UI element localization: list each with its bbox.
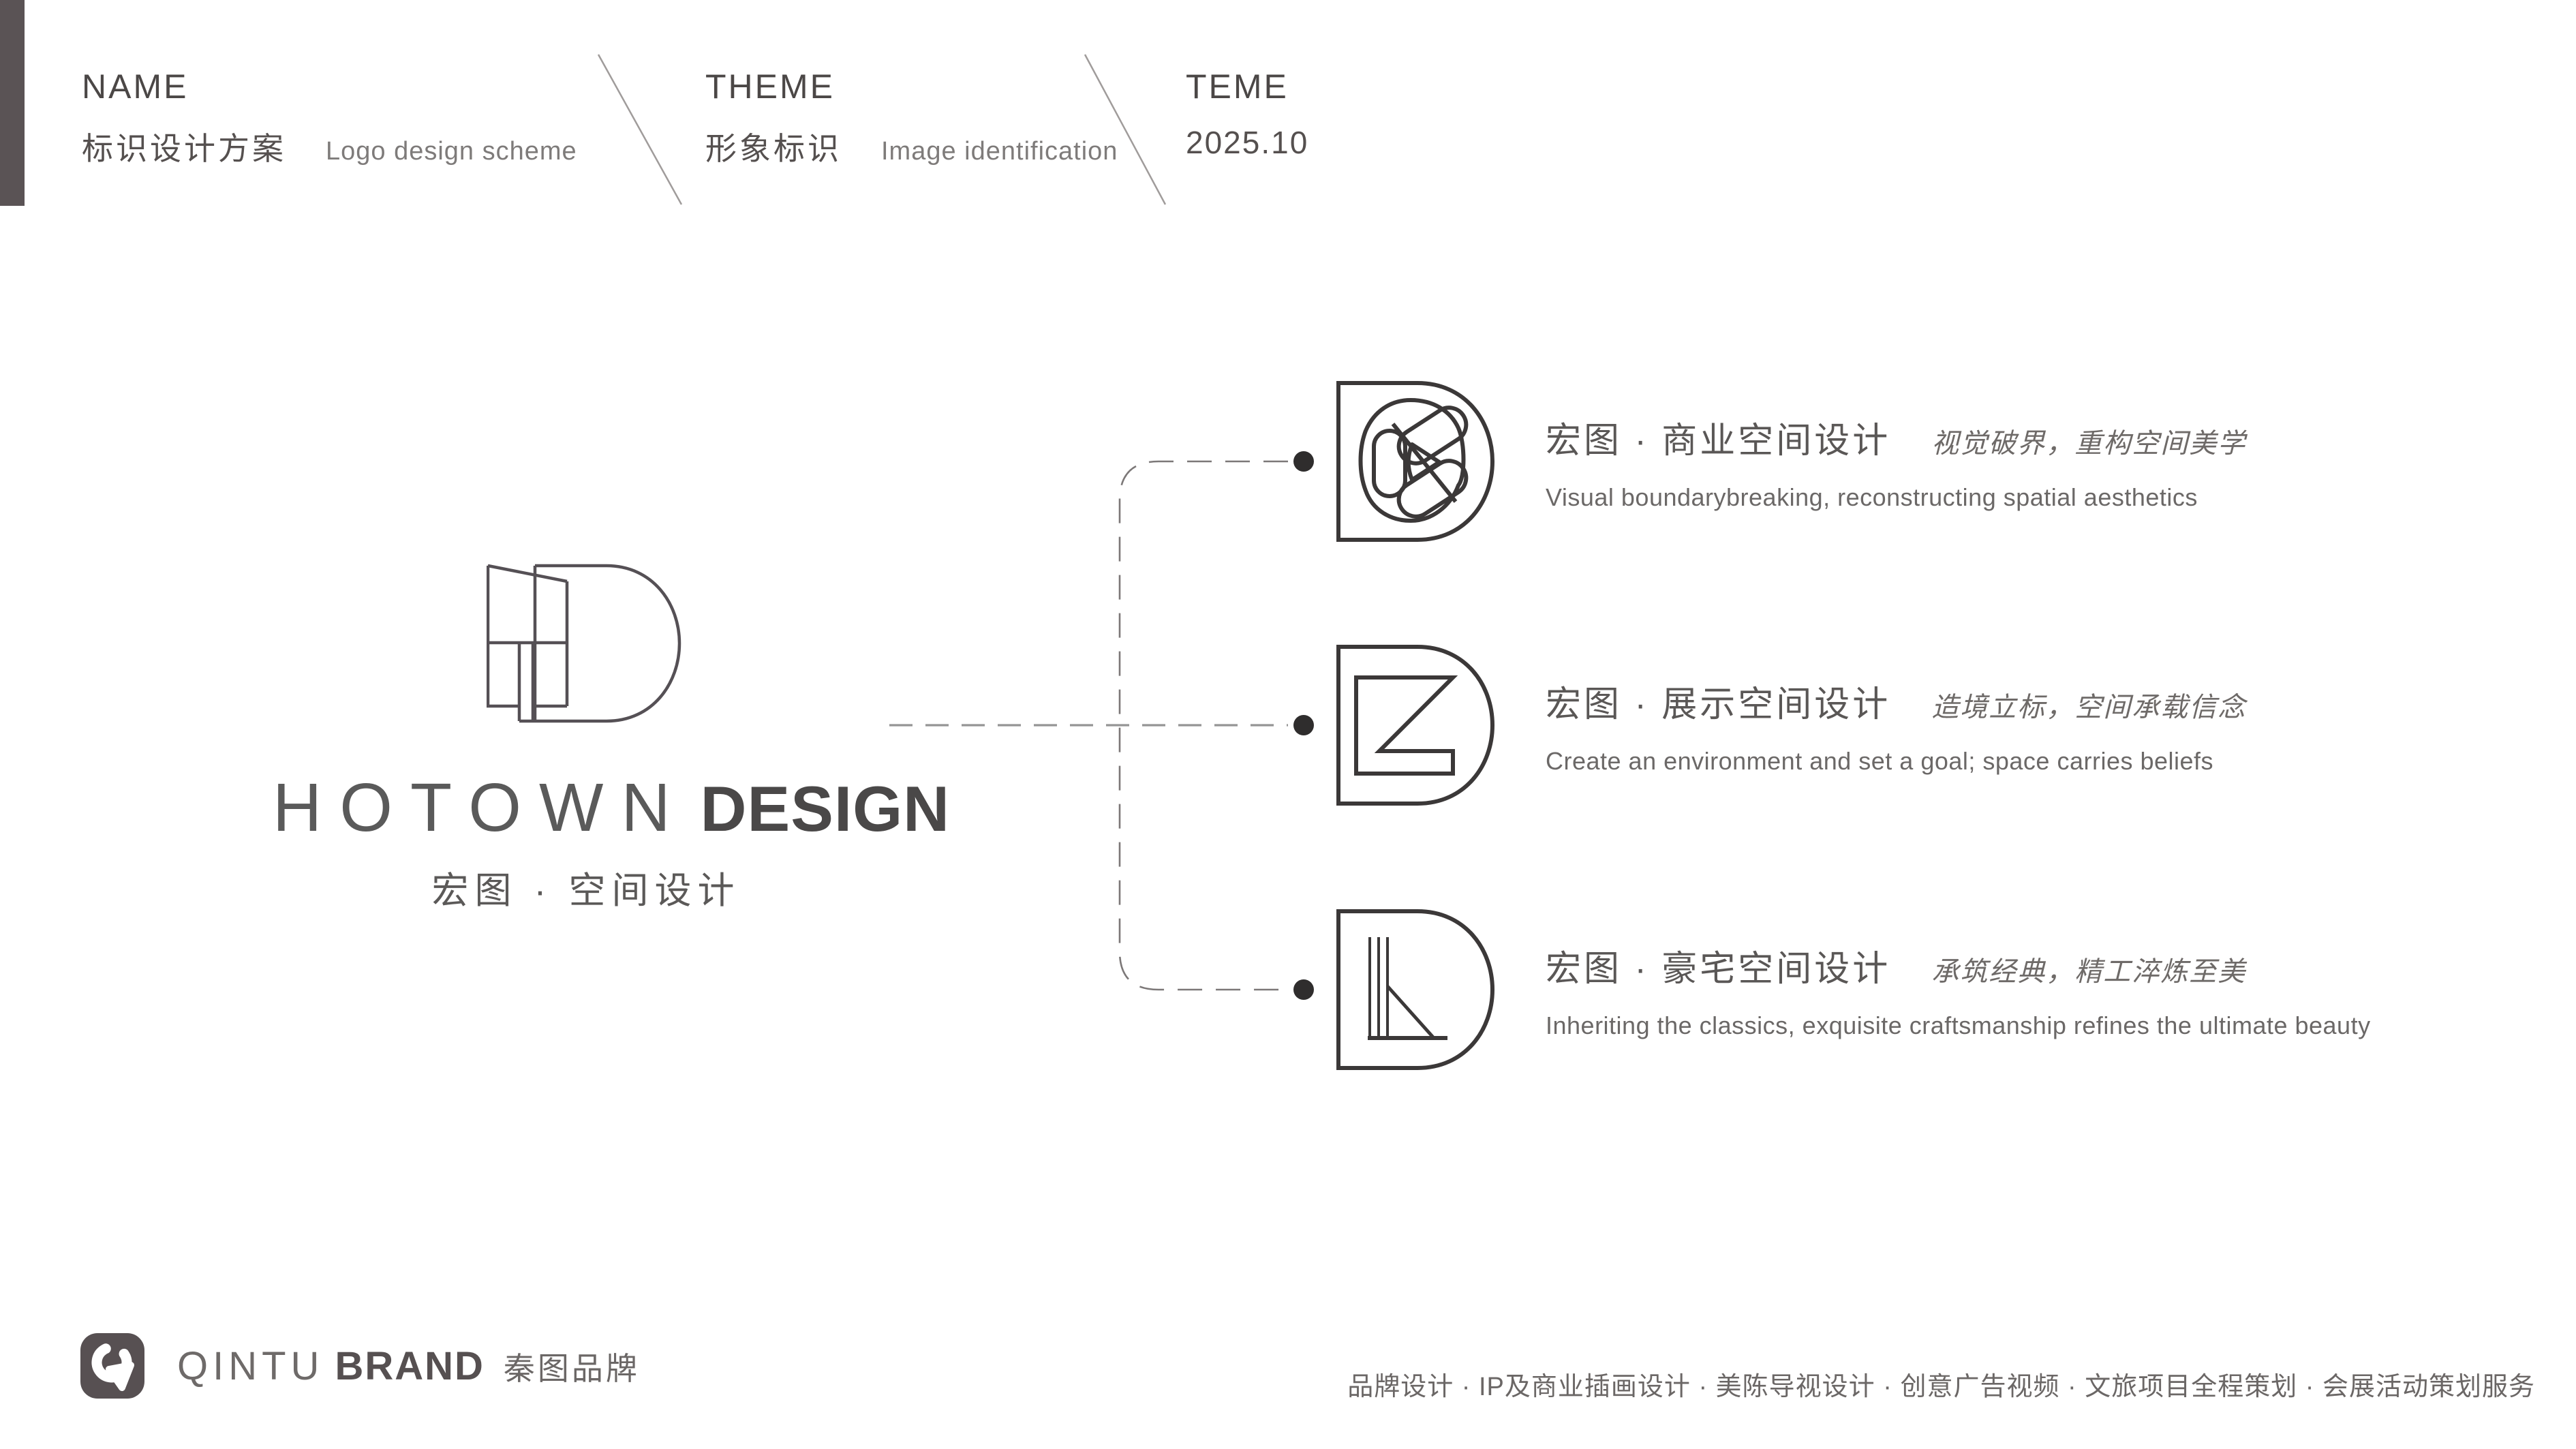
header-field-teme: TEME <box>1186 67 1289 106</box>
service-slogan-zh: 造境立标，空间承载信念 <box>1931 692 2247 722</box>
service-title: 宏图 · 豪宅空间设计 <box>1546 949 1891 989</box>
header-field-theme: THEME <box>705 67 835 106</box>
service-row-text: 宏图 · 豪宅空间设计 承筑经典，精工淬炼至美 Inheriting the c… <box>1546 940 2371 1040</box>
service-slogan-zh: 承筑经典，精工淬炼至美 <box>1931 956 2247 987</box>
header-field-theme-values: 形象标识 Image identification <box>705 124 1118 169</box>
footer-brand: QINTU BRAND 秦图品牌 <box>80 1333 640 1399</box>
qintu-logo-icon <box>80 1333 144 1399</box>
wordmark-bold: DESIGN <box>700 773 951 844</box>
name-label: NAME <box>82 67 189 106</box>
header-field-teme-values: 2025.10 <box>1186 124 1308 161</box>
name-zh: 标识设计方案 <box>82 131 286 166</box>
connector-bracket <box>1118 460 1288 991</box>
brand-name-light: QINTU <box>177 1343 324 1388</box>
theme-label: THEME <box>705 67 835 106</box>
service-row-text: 宏图 · 商业空间设计 视觉破界，重构空间美学 Visual boundaryb… <box>1546 412 2246 512</box>
d-z-icon <box>1336 645 1495 806</box>
node-dot-2 <box>1293 715 1314 735</box>
header-accent-bar <box>0 0 25 206</box>
service-row-text: 宏图 · 展示空间设计 造境立标，空间承载信念 Create an enviro… <box>1546 675 2246 776</box>
service-title: 宏图 · 展示空间设计 <box>1546 684 1891 724</box>
theme-zh: 形象标识 <box>705 131 842 166</box>
name-en: Logo design scheme <box>326 137 577 166</box>
theme-en: Image identification <box>881 137 1118 166</box>
brand-name-bold: BRAND <box>335 1343 485 1388</box>
header-field-name-values: 标识设计方案 Logo design scheme <box>82 124 577 169</box>
node-dot-1 <box>1293 451 1314 472</box>
d-easel-icon <box>1336 909 1495 1070</box>
wordmark-light: HOTOWN <box>273 769 688 846</box>
service-slogan-en: Create an environment and set a goal; sp… <box>1546 746 2214 775</box>
brand-name-zh: 秦图品牌 <box>503 1350 640 1386</box>
node-dot-3 <box>1293 979 1314 1000</box>
service-slogan-en: Inheriting the classics, exquisite craft… <box>1546 1011 2371 1039</box>
hotown-logo-mark <box>487 564 681 723</box>
d-knot-icon <box>1336 381 1495 542</box>
service-row-exhibition: 宏图 · 展示空间设计 造境立标，空间承载信念 Create an enviro… <box>1330 640 2246 810</box>
teme-date: 2025.10 <box>1186 125 1309 160</box>
service-slogan-en: Visual boundarybreaking, reconstructing … <box>1546 483 2198 511</box>
header-field-name: NAME <box>82 67 188 106</box>
logo-tagline: 宏图 · 空间设计 <box>431 870 741 911</box>
footer-brand-text: QINTU BRAND 秦图品牌 <box>177 1343 640 1389</box>
service-slogan-zh: 视觉破界，重构空间美学 <box>1931 428 2247 459</box>
service-title: 宏图 · 商业空间设计 <box>1546 421 1891 461</box>
header-slash-1 <box>597 54 683 205</box>
teme-label: TEME <box>1186 67 1289 106</box>
footer-services-text: 品牌设计 · IP及商业插画设计 · 美陈导视设计 · 创意广告视频 · 文旅项… <box>1347 1373 2535 1401</box>
service-row-residence: 宏图 · 豪宅空间设计 承筑经典，精工淬炼至美 Inheriting the c… <box>1330 904 2371 1075</box>
service-row-commercial: 宏图 · 商业空间设计 视觉破界，重构空间美学 Visual boundaryb… <box>1330 376 2246 547</box>
